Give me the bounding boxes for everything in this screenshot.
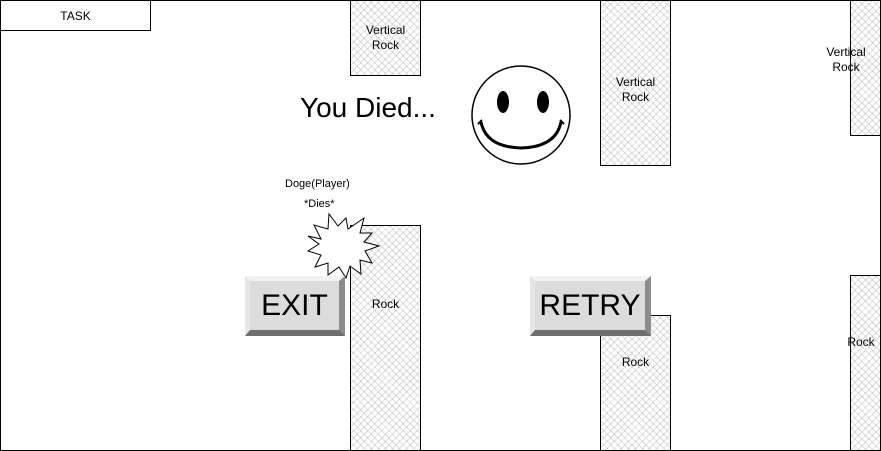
vertical-rock-2 bbox=[600, 0, 671, 166]
rock-3-label: Rock bbox=[847, 335, 875, 349]
vertical-rock-2-label: Vertical Rock bbox=[615, 75, 656, 104]
player-status-label: *Dies* bbox=[304, 198, 335, 210]
rock-1-label: Rock bbox=[371, 297, 400, 311]
exit-button-label: EXIT bbox=[261, 288, 328, 322]
vertical-rock-1 bbox=[350, 0, 421, 76]
rock-3 bbox=[850, 275, 881, 451]
player-name-label: Doge(Player) bbox=[285, 178, 350, 190]
task-box: TASK bbox=[0, 0, 151, 31]
retry-button-label: RETRY bbox=[539, 288, 641, 322]
vertical-rock-3 bbox=[850, 0, 881, 136]
exit-button[interactable]: EXIT bbox=[245, 276, 345, 336]
task-label: TASK bbox=[60, 8, 91, 23]
death-message: You Died... bbox=[300, 92, 436, 123]
rock-2-label: Rock bbox=[621, 355, 650, 369]
explosion-icon bbox=[306, 212, 381, 285]
rock-1 bbox=[350, 225, 421, 451]
vertical-rock-1-label: Vertical Rock bbox=[365, 23, 406, 52]
rock-2 bbox=[600, 315, 671, 451]
smiley-face-icon bbox=[470, 64, 574, 173]
vertical-rock-3-label: Vertical Rock bbox=[826, 45, 866, 74]
retry-button[interactable]: RETRY bbox=[530, 276, 651, 336]
